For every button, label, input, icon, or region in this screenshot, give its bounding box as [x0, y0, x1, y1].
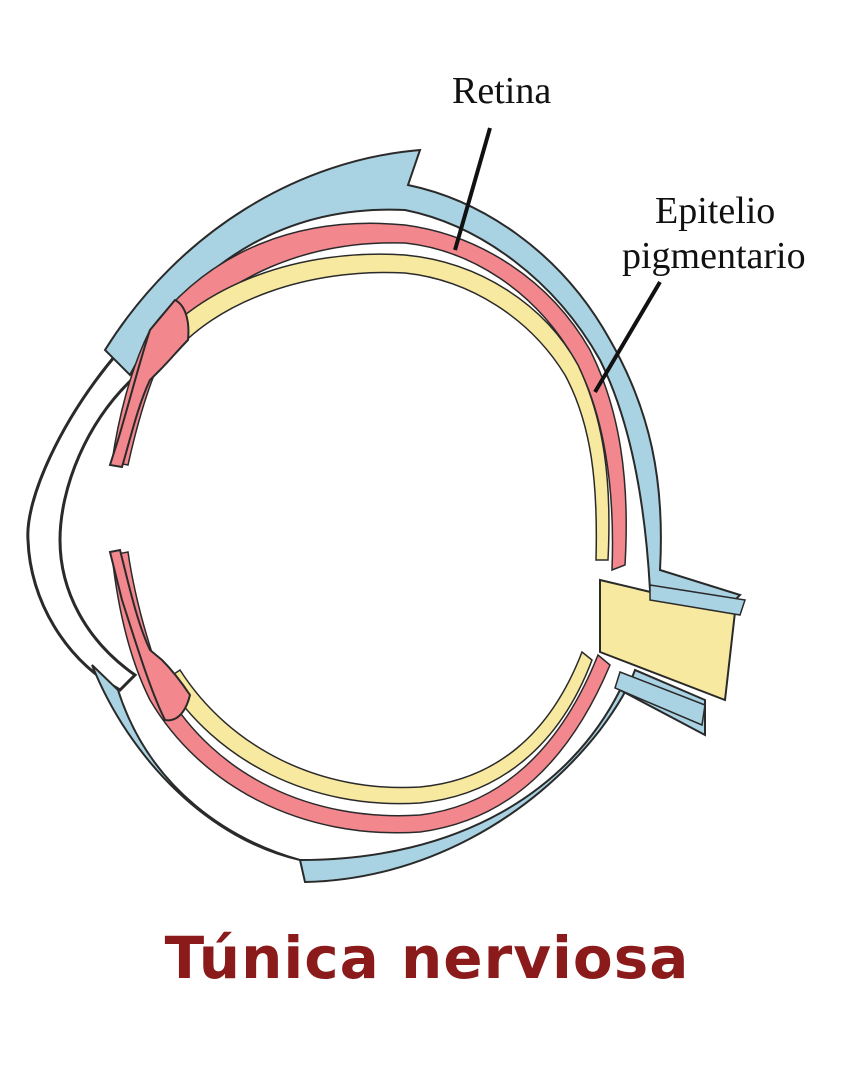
epitelio-label-line2: pigmentario: [622, 235, 806, 277]
retina-layer-lower: [163, 650, 593, 805]
sclera-upper: [103, 148, 742, 617]
retina-leader-line: [453, 127, 492, 251]
epitelio-leader-line: [593, 280, 662, 394]
choroid-layer: [111, 222, 627, 572]
iris-lower: [108, 548, 192, 722]
diagram-caption: Túnica nerviosa: [164, 924, 690, 992]
retina-label: Retina: [452, 70, 551, 112]
retina-layer: [148, 253, 610, 561]
optic-sheath-lower: [614, 671, 706, 727]
choroid-layer-lower: [111, 551, 611, 834]
cornea: [26, 347, 143, 692]
optic-sheath-upper: [649, 584, 746, 616]
epitelio-label-line1: Epitelio: [655, 190, 775, 232]
iris-upper: [108, 298, 190, 469]
